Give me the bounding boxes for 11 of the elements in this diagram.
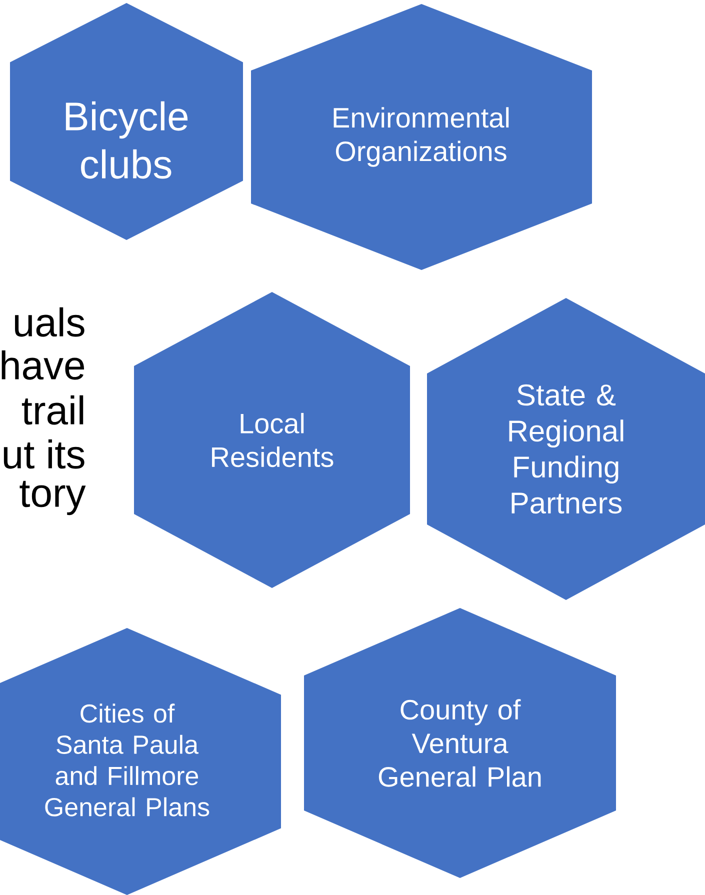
text-line: trail xyxy=(22,395,84,425)
hexagon: County of Ventura General Plan xyxy=(304,608,616,878)
hexagon: Environmental Organizations xyxy=(251,4,592,270)
hexagon: Cities of Santa Paula and Fillmore General Plans xyxy=(0,628,281,895)
text-line: uals xyxy=(15,307,84,337)
text-line: tory xyxy=(20,480,86,516)
hexagon: Bicycle clubs xyxy=(10,3,243,240)
hexagon: State & Regional Funding Partners xyxy=(427,298,705,600)
text-line: have xyxy=(2,350,84,380)
text-line: ut its xyxy=(4,439,84,469)
hexagon: Local Residents xyxy=(134,292,410,588)
